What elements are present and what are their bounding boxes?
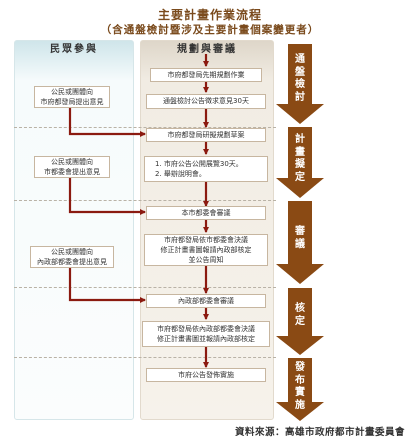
stage-arrow	[276, 358, 324, 421]
stage-label: 通 盤 檢 討	[295, 54, 305, 103]
stage-label: 核 定	[295, 303, 305, 327]
stage-arrow	[276, 44, 324, 124]
process-box: 市府都發局依市都委會決議 修正計畫書圖報請內政部核定 並公告周知	[144, 234, 268, 266]
process-box: 內政部都委會審議	[146, 294, 266, 308]
process-box: 1. 市府公告公開展覽30天。 2. 舉辦說明會。	[144, 156, 268, 182]
stage-label: 計 畫 擬 定	[295, 134, 305, 183]
process-box: 通盤檢討公告徵求意見30天	[146, 94, 266, 109]
process-box: 市府都發局依內政部都委會決議 修正計畫書圖並報請內政部核定	[142, 321, 270, 347]
process-box: 市府都發局研擬規劃草案	[146, 128, 266, 142]
process-box: 市府公告發佈實施	[146, 368, 266, 382]
stage-divider	[14, 357, 276, 358]
stage-divider	[14, 287, 276, 288]
public-input-arrow	[68, 268, 146, 303]
stage-arrow	[276, 201, 324, 284]
public-box: 公民或團體向 內政部都委會提出意見	[30, 246, 114, 268]
public-box: 公民或團體向 市府都發局提出意見	[34, 86, 110, 108]
public-input-arrow	[68, 178, 146, 215]
public-participation-header: 民眾參與	[50, 44, 98, 55]
stage-divider	[14, 127, 276, 128]
public-box: 公民或團體向 市都委會提出意見	[34, 156, 110, 178]
stage-arrow	[276, 127, 324, 198]
planning-review-header: 規劃與審議	[177, 44, 237, 55]
diagram-title: 主要計畫作業流程	[157, 8, 262, 22]
process-box: 本市都委會審議	[146, 206, 266, 220]
stage-label: 審 議	[295, 226, 305, 250]
public-input-arrow	[68, 108, 146, 137]
stage-label: 發 布 實 施	[295, 362, 305, 411]
process-box: 市府都發局先期規劃作業	[150, 68, 262, 82]
stage-arrow	[276, 288, 324, 355]
stage-divider	[14, 200, 276, 201]
source-note: 資料來源：高雄市政府都市計畫委員會	[235, 427, 406, 438]
diagram-subtitle: （含通盤檢討暨涉及主要計畫個案變更者）	[100, 24, 320, 36]
